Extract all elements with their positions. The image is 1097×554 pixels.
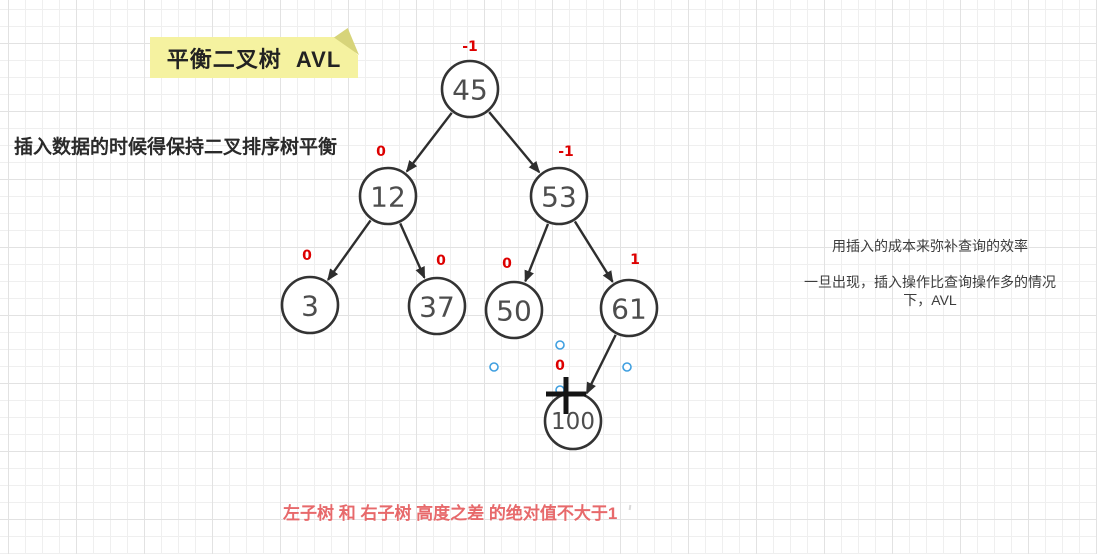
selection-handle[interactable] [555, 340, 565, 350]
tree-edge-53-61[interactable] [573, 220, 614, 283]
balance-factor-label-50[interactable]: 0 [502, 256, 512, 272]
node-value: 37 [419, 291, 455, 324]
tree-node-3[interactable]: 3 [280, 275, 340, 335]
tree-node-100[interactable]: 100 [543, 391, 603, 451]
tree-node-37[interactable]: 37 [407, 276, 467, 336]
node-circle[interactable] [599, 278, 659, 338]
tree-edge-12-3[interactable] [327, 219, 372, 282]
tree-node-50[interactable]: 50 [484, 280, 544, 340]
tree-node-45[interactable]: 45 [440, 59, 500, 119]
node-circle[interactable] [529, 166, 589, 226]
node-circle[interactable] [440, 59, 500, 119]
node-circle[interactable] [484, 280, 544, 340]
tree-edge-12-37[interactable] [399, 222, 426, 280]
tree-node-53[interactable]: 53 [529, 166, 589, 226]
node-value: 100 [551, 409, 595, 435]
node-circle[interactable] [358, 166, 418, 226]
node-circle[interactable] [407, 276, 467, 336]
balance-factor-label-37[interactable]: 0 [436, 253, 446, 269]
balance-factor-label-3[interactable]: 0 [302, 248, 312, 264]
node-value: 50 [496, 295, 532, 328]
balance-factor-label-100[interactable]: 0 [555, 358, 565, 374]
balance-factor-label-53[interactable]: -1 [558, 144, 574, 160]
balance-factor-label-12[interactable]: 0 [376, 144, 386, 160]
selection-handle[interactable] [622, 362, 632, 372]
tree-edge-53-50[interactable] [524, 223, 550, 283]
crosshair-cursor-icon [546, 377, 586, 414]
node-value: 3 [301, 290, 319, 323]
balance-factor-label-45[interactable]: -1 [462, 39, 478, 55]
tree-edge-45-12[interactable] [405, 112, 453, 173]
tree-node-61[interactable]: 61 [599, 278, 659, 338]
sticky-note-label: 平衡二叉树 AVL [166, 46, 342, 72]
tree-node-12[interactable]: 12 [358, 166, 418, 226]
tree-edge-45-53[interactable] [488, 111, 541, 174]
tree-edge-61-100[interactable] [585, 334, 617, 395]
note-line: 一旦出现，插入操作比查询操作多的情况 [804, 273, 1056, 290]
note-insert-keep-balance[interactable]: 插入数据的时候得保持二叉排序树平衡 [14, 137, 338, 158]
note-avl-rule[interactable]: 左子树 和 右子树 高度之差 的绝对值不大于1 [283, 504, 618, 523]
note-line: 下，AVL [903, 292, 957, 308]
balance-factor-label-61[interactable]: 1 [630, 252, 640, 268]
selection-handle[interactable] [489, 362, 499, 372]
node-value: 61 [611, 293, 647, 326]
sticky-note[interactable]: 平衡二叉树 AVL [150, 37, 358, 78]
node-value: 53 [541, 181, 577, 214]
note-insert-cost[interactable]: 用插入的成本来弥补查询的效率 一旦出现，插入操作比查询操作多的情况 下，AVL [780, 237, 1080, 310]
node-value: 45 [452, 74, 488, 107]
note-line: 用插入的成本来弥补查询的效率 [832, 238, 1028, 254]
node-value: 12 [370, 181, 406, 214]
node-circle[interactable] [280, 275, 340, 335]
